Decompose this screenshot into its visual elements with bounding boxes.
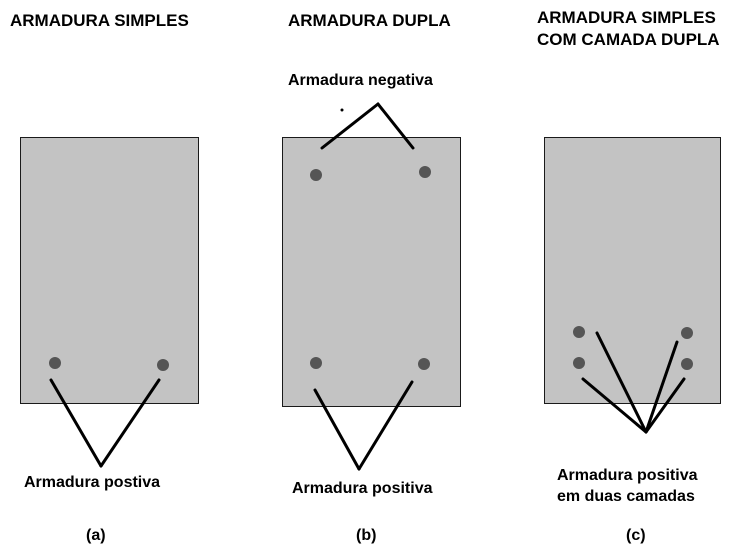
panel-b-rebar bbox=[310, 166, 431, 370]
rebar-lower-left bbox=[573, 357, 585, 369]
figure-caption: (a) bbox=[86, 527, 106, 544]
leader-line bbox=[595, 331, 648, 434]
leader-line bbox=[644, 340, 679, 434]
negative-reinforcement-label: Armadura negativa bbox=[288, 72, 433, 89]
panel-b-leader-lines bbox=[313, 102, 415, 471]
leader-line bbox=[49, 378, 103, 468]
positive-reinforcement-label: Armadura postiva bbox=[24, 474, 161, 491]
label-line-2: em duas camadas bbox=[557, 488, 695, 505]
leader-line bbox=[357, 380, 414, 471]
rebar-top-left bbox=[310, 169, 322, 181]
leader-line bbox=[313, 388, 361, 471]
leader-line bbox=[644, 377, 686, 434]
leader-line bbox=[581, 377, 648, 434]
label-line-1: Armadura positiva bbox=[557, 467, 698, 484]
leader-line bbox=[376, 102, 415, 150]
beam-cross-section bbox=[544, 137, 721, 404]
panel-title: ARMADURA SIMPLES COM CAMADA DUPLA bbox=[537, 7, 720, 51]
panel-title-line-2: COM CAMADA DUPLA bbox=[537, 30, 720, 49]
rebar-bottom-right bbox=[418, 358, 430, 370]
panel-c-rebar bbox=[573, 326, 693, 370]
panel-c-leader-lines bbox=[581, 331, 686, 434]
rebar-bottom-left bbox=[310, 357, 322, 369]
panel-title-line-1: ARMADURA SIMPLES bbox=[537, 8, 716, 27]
leader-line bbox=[99, 378, 161, 468]
panel-a-leader-lines bbox=[49, 378, 161, 468]
leader-line bbox=[320, 102, 380, 150]
beam-cross-section bbox=[20, 137, 199, 404]
rebar-bottom-right bbox=[157, 359, 169, 371]
panel-armadura-simples: ARMADURA SIMPLES Armadura postiva (a) bbox=[0, 0, 250, 549]
figure-caption: (c) bbox=[626, 527, 646, 544]
panel-a-rebar bbox=[49, 357, 169, 371]
stray-dot bbox=[340, 108, 344, 112]
rebar-lower-right bbox=[681, 358, 693, 370]
positive-reinforcement-label: Armadura positiva bbox=[292, 480, 433, 497]
rebar-top-right bbox=[419, 166, 431, 178]
positive-reinforcement-label: Armadura positiva em duas camadas bbox=[557, 465, 697, 507]
rebar-bottom-left bbox=[49, 357, 61, 369]
panel-armadura-simples-camada-dupla: ARMADURA SIMPLES COM CAMADA DUPLA Armadu… bbox=[500, 0, 750, 549]
panel-title: ARMADURA SIMPLES bbox=[10, 11, 189, 30]
figure-caption: (b) bbox=[356, 527, 377, 544]
rebar-upper-right bbox=[681, 327, 693, 339]
panel-title: ARMADURA DUPLA bbox=[288, 11, 451, 30]
rebar-upper-left bbox=[573, 326, 585, 338]
